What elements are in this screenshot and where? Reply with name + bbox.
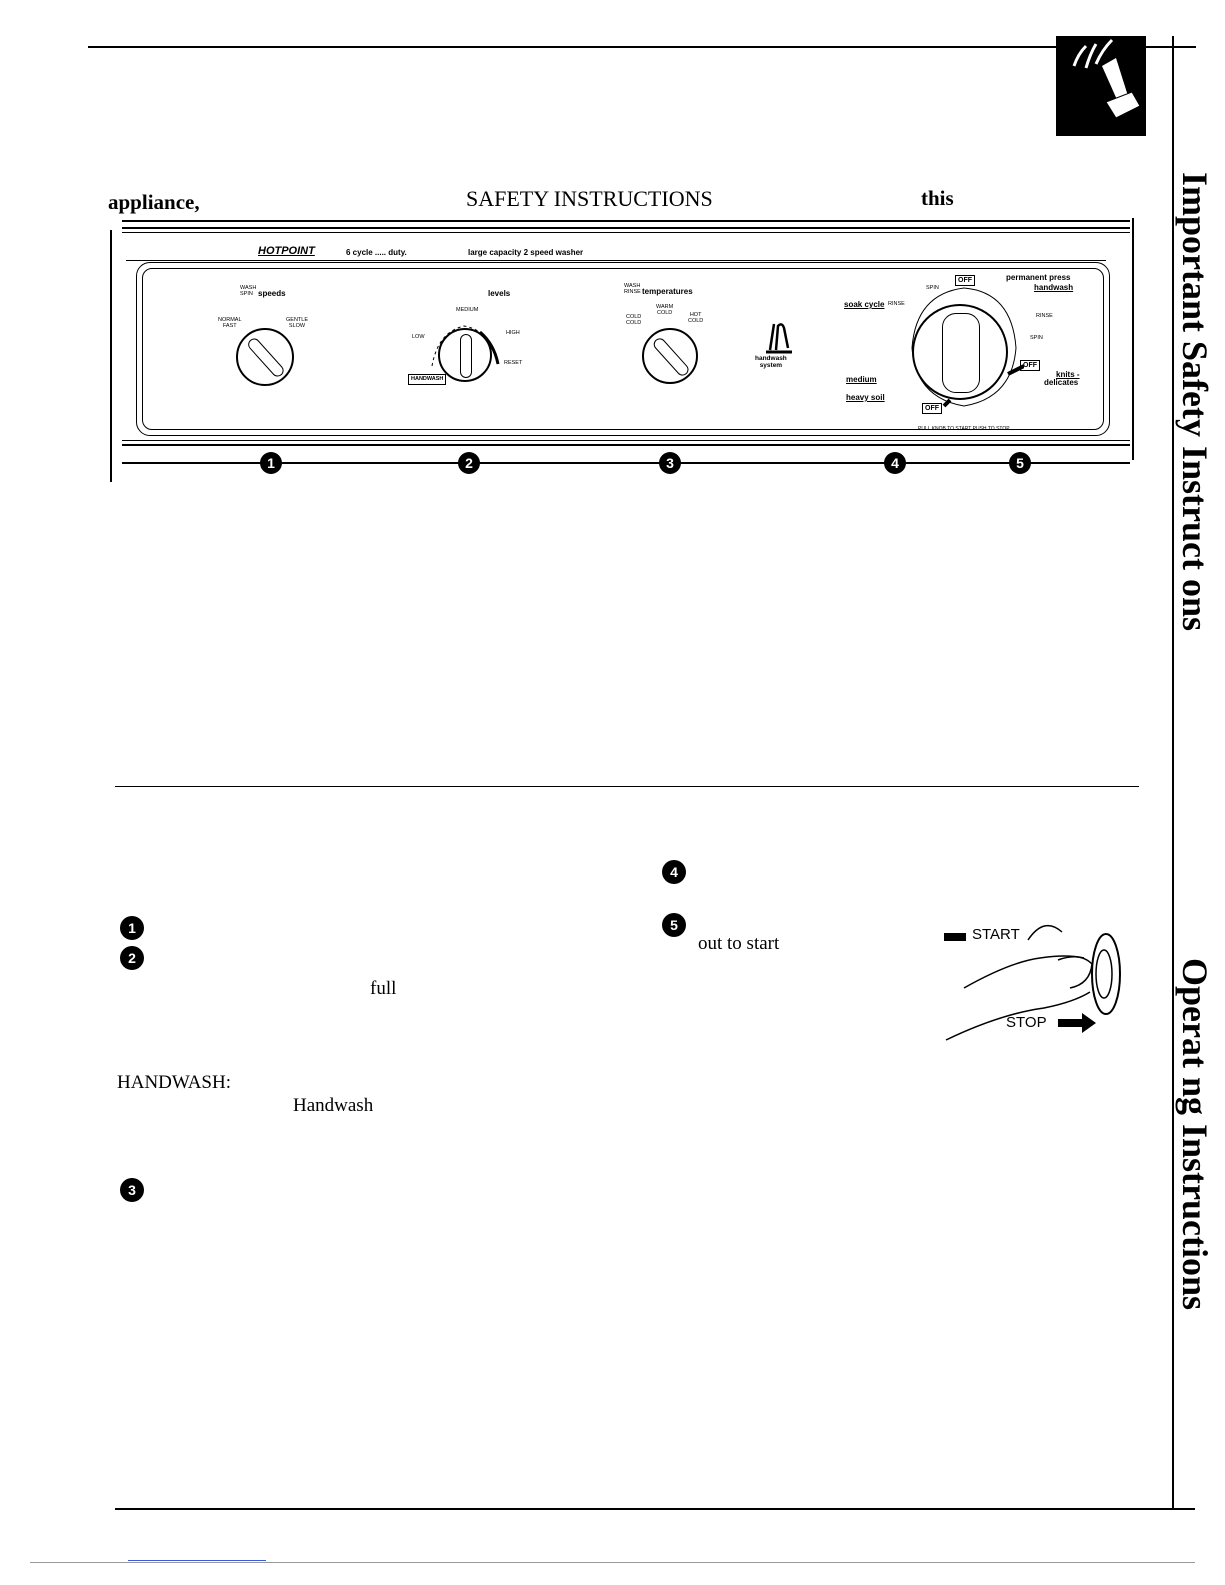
- levels-low: LOW: [412, 334, 425, 340]
- callout-2: 2: [458, 452, 480, 474]
- callout-line: [122, 462, 1130, 464]
- cycle-knits: knits -: [1056, 370, 1080, 379]
- right-rule: [1172, 36, 1174, 1508]
- handwash-system-icon: [764, 318, 794, 354]
- footer-link-line: [128, 1560, 266, 1561]
- body-full: full: [370, 978, 397, 999]
- body-num-1: 1: [120, 916, 144, 940]
- hand-pointing-icon: [1056, 36, 1146, 136]
- callout-5: 5: [1009, 452, 1031, 474]
- header-safety-instructions: SAFETY INSTRUCTIONS: [466, 186, 713, 211]
- speeds-title: speeds: [258, 289, 286, 298]
- levels-reset: RESET: [504, 360, 523, 366]
- cycle-heavy-soil: heavy soil: [846, 393, 885, 402]
- body-handwash-word: Handwash: [293, 1095, 374, 1116]
- cycle-medium: medium: [846, 375, 877, 384]
- body-out-to-start: out to start: [698, 933, 780, 954]
- cycle-rinse-right: RINSE: [1036, 313, 1053, 319]
- capacity-line: large capacity 2 speed washer: [468, 248, 584, 257]
- header-this: this: [921, 186, 954, 210]
- cycle-spin-right: SPIN: [1030, 335, 1043, 341]
- body-num-5: 5: [662, 913, 686, 937]
- temps-title: temperatures: [642, 287, 693, 296]
- temperatures-knob[interactable]: [642, 328, 698, 384]
- levels-medium: MEDIUM: [456, 307, 479, 313]
- footer-rule: [30, 1562, 1195, 1563]
- cycle-off-bottom: OFF: [922, 403, 942, 414]
- cycle-permanent-press: permanent press: [1006, 273, 1071, 282]
- bottom-rule: [115, 1508, 1195, 1510]
- levels-title: levels: [488, 289, 511, 298]
- body-num-2: 2: [120, 946, 144, 970]
- body-num-4: 4: [662, 860, 686, 884]
- callout-4: 4: [884, 452, 906, 474]
- levels-knob[interactable]: [438, 328, 492, 382]
- cycle-handwash: handwash: [1034, 283, 1074, 292]
- cycle-spin-left: SPIN: [926, 285, 939, 291]
- sidebar-title-operating: Operat ng Instructions: [1175, 958, 1215, 1311]
- body-handwash-caps: HANDWASH:: [117, 1072, 231, 1093]
- header-appliance: appliance,: [108, 190, 200, 214]
- brand-name: HOTPOINT: [258, 245, 315, 257]
- cycle-delicates: delicates: [1044, 378, 1079, 387]
- cycle-selector-knob[interactable]: [912, 304, 1008, 400]
- top-rule: [88, 46, 1196, 48]
- cycle-off-top: OFF: [955, 275, 975, 286]
- pull-knob-text: PULL KNOB TO START PUSH TO STOP: [918, 426, 1010, 432]
- start-label: START: [972, 926, 1020, 943]
- cycle-rinse-left: RINSE: [888, 301, 905, 307]
- levels-high: HIGH: [506, 330, 520, 336]
- cycle-soak: soak cycle: [844, 300, 885, 309]
- start-stop-illustration: START STOP: [940, 918, 1130, 1048]
- callout-1: 1: [260, 452, 282, 474]
- control-panel: HOTPOINT 6 cycle ..... duty. large capac…: [110, 218, 1134, 482]
- levels-handwash: HANDWASH: [408, 374, 447, 385]
- body-num-3: 3: [120, 1178, 144, 1202]
- model-line: 6 cycle ..... duty.: [346, 248, 407, 257]
- section-divider: [115, 786, 1139, 787]
- stop-label: STOP: [1006, 1014, 1047, 1031]
- sidebar-title-safety: Important Safety Instruct ons: [1175, 172, 1215, 631]
- callout-3: 3: [659, 452, 681, 474]
- cycle-off-right: OFF: [1020, 360, 1040, 371]
- speeds-knob[interactable]: [236, 328, 294, 386]
